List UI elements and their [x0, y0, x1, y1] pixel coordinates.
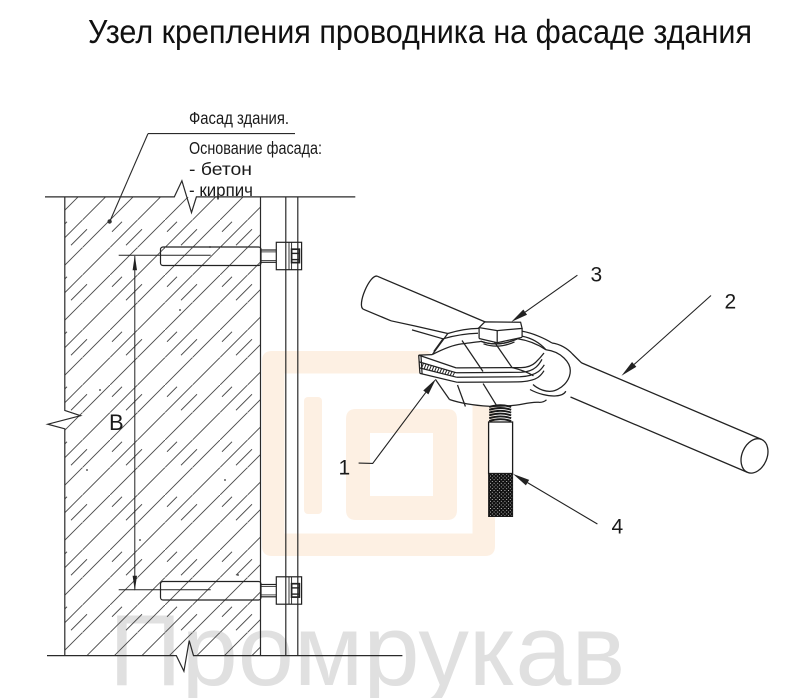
svg-text:Фасад здания.: Фасад здания.	[189, 108, 289, 128]
svg-text:1: 1	[339, 457, 351, 480]
svg-text:В: В	[109, 410, 124, 435]
svg-text:- кирпич: - кирпич	[189, 180, 253, 200]
svg-text:3: 3	[591, 263, 603, 286]
svg-text:- бетон: - бетон	[189, 159, 252, 179]
svg-text:Основание фасада:: Основание фасада:	[189, 138, 322, 158]
svg-text:Узел крепления проводника на ф: Узел крепления проводника на фасаде здан…	[88, 13, 752, 50]
svg-text:2: 2	[725, 291, 737, 314]
svg-text:4: 4	[612, 516, 624, 539]
